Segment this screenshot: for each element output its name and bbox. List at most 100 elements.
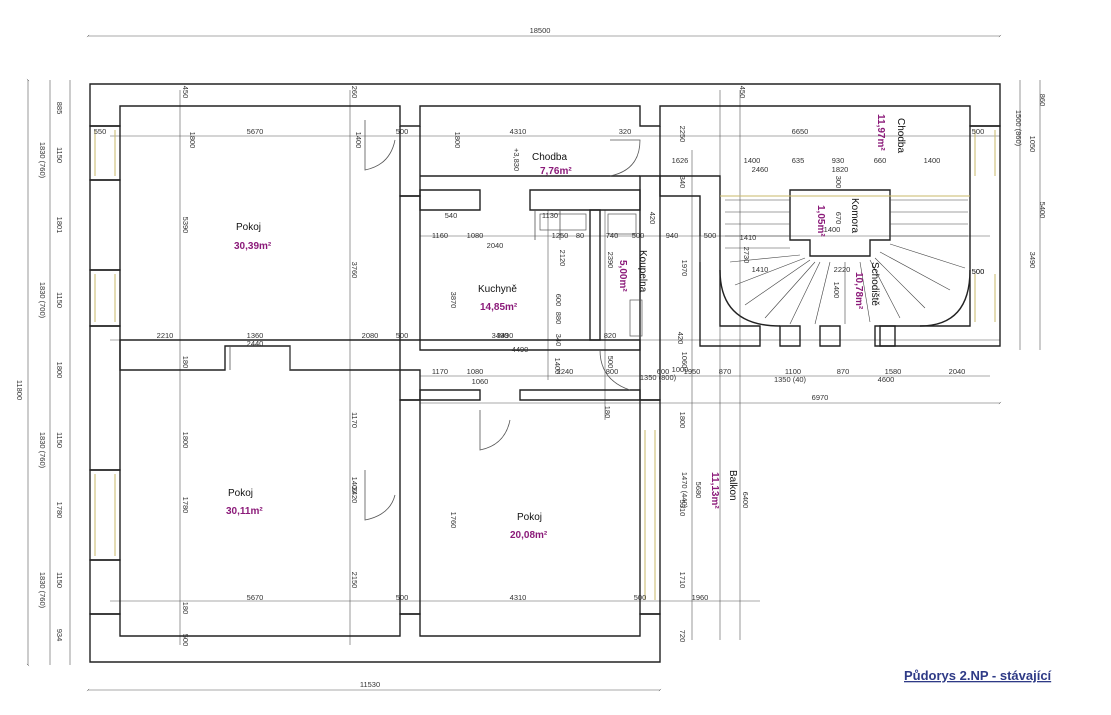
- dimension-label: 2730: [742, 247, 751, 264]
- dimension-label: 880: [554, 312, 563, 325]
- room-area-kuchyne: 14,85m²: [480, 302, 518, 313]
- dimension-label: 1350 (800): [640, 373, 677, 382]
- dimension-label: 2150: [350, 572, 359, 589]
- room-name-balkon: Balkon: [727, 470, 738, 501]
- dimension-label: 1800: [678, 412, 687, 429]
- dimension-label: 860: [1038, 94, 1047, 107]
- walls: [89, 83, 1001, 663]
- dimension-label: 1760: [449, 512, 458, 529]
- dimension-label: 740: [606, 231, 619, 240]
- dimension-label: 340: [554, 334, 563, 347]
- dimension-label: 4490: [512, 345, 529, 354]
- dimension-label: 260: [350, 86, 359, 99]
- dimension-label: 180: [181, 356, 190, 369]
- dimension-label: 4600: [878, 375, 895, 384]
- room-name-pokoj-2: Pokoj: [228, 488, 253, 499]
- dimension-label: 1830 (700): [38, 282, 47, 319]
- dimension-label: 1080: [467, 231, 484, 240]
- dimension-label: 3490: [497, 331, 514, 340]
- dimension-label: 2210: [157, 331, 174, 340]
- doors: [229, 120, 701, 521]
- dimension-label: 1800: [181, 432, 190, 449]
- dimension-label: 2040: [487, 241, 504, 250]
- room-name-koupelna: Koupelna: [637, 250, 648, 293]
- dimension-label: 500: [972, 127, 985, 136]
- dimension-label: 2220: [834, 265, 851, 274]
- dimension-label: 2120: [558, 250, 567, 267]
- dimension-label: 2420: [350, 487, 359, 504]
- dimension-label: 500: [972, 267, 985, 276]
- windows: [94, 130, 996, 600]
- dimension-label: 1170: [350, 412, 359, 428]
- dimension-label: 500: [396, 331, 409, 340]
- room-area-chodba-1: 7,76m²: [540, 166, 572, 177]
- dimension-label: 1080: [467, 367, 484, 376]
- dimension-label: 1100: [785, 367, 801, 376]
- room-area-koupelna: 5,00m²: [617, 260, 628, 292]
- room-name-schodiste: Schodiště: [869, 262, 880, 306]
- dimension-label: 600: [554, 294, 563, 307]
- room-name-pokoj-3: Pokoj: [517, 512, 542, 523]
- dimension-label: 1470 (440): [680, 472, 689, 509]
- dimension-label: 1410: [752, 265, 769, 274]
- dimension-label: 1800: [453, 132, 462, 149]
- dimension-label: 940: [666, 231, 679, 240]
- dimension-label: 2440: [247, 339, 264, 348]
- dimension-label: 1060: [680, 352, 689, 369]
- dimension-label: 500: [634, 593, 647, 602]
- dimension-label: 1400: [354, 132, 363, 149]
- dimension-label: 180: [181, 602, 190, 615]
- dimension-label: 1626: [672, 156, 689, 165]
- dimension-label: 300: [834, 176, 843, 189]
- dimension-label: 1410: [740, 233, 757, 242]
- dimension-label: 3870: [449, 292, 458, 309]
- dimension-label: 340: [678, 176, 687, 189]
- dimension-label: 1350 (40): [774, 375, 807, 384]
- dimension-label: 930: [832, 156, 845, 165]
- dimension-label: 2250: [678, 126, 687, 143]
- room-area-komora: 1,05m²: [815, 205, 826, 237]
- dimension-label: 1820: [832, 165, 849, 174]
- dimension-label: 2390: [606, 252, 615, 269]
- dimension-label: 1150: [55, 572, 64, 588]
- dimension-label: 1710: [678, 572, 687, 589]
- dimension-label: 1400: [824, 225, 841, 234]
- dimension-label: 670: [834, 212, 843, 225]
- dimension-label: 5310: [678, 500, 687, 517]
- dimension-label: 720: [678, 630, 687, 643]
- dimension-label: 1500 (860): [1014, 110, 1023, 147]
- dimension-label: 660: [874, 156, 887, 165]
- dimension-label: 1400: [744, 156, 761, 165]
- room-name-komora: Komora: [849, 198, 860, 233]
- dimension-label: 6400: [741, 492, 750, 509]
- dimension-label: 1130: [542, 211, 558, 220]
- dimension-label: 3490: [1028, 252, 1037, 269]
- dimension-label: 500: [181, 634, 190, 647]
- dimension-label: 1780: [55, 502, 64, 519]
- dimension-label: 180: [603, 406, 612, 419]
- dimension-label: 1801: [55, 217, 64, 234]
- dimension-label: 6650: [792, 127, 809, 136]
- dimension-label: 885: [55, 102, 64, 115]
- dimension-label: 1050: [1028, 136, 1037, 153]
- dimension-label: 11530: [360, 680, 380, 689]
- dimension-label: 3490: [492, 331, 509, 340]
- dimension-label: 1150: [55, 432, 64, 448]
- dimension-label: 1960: [692, 593, 709, 602]
- dimension-label: 1360: [247, 331, 264, 340]
- plan-title: Půdorys 2.NP - stávající: [904, 668, 1052, 683]
- room-area-pokoj-2: 30,11m²: [226, 506, 263, 517]
- dimension-label: 1400: [553, 358, 562, 375]
- dimension-label: 870: [719, 367, 732, 376]
- dimension-label: 5670: [247, 593, 264, 602]
- fixtures: [539, 213, 643, 337]
- dimension-lines: [26, 34, 1041, 692]
- dimension-label: 1400: [832, 282, 841, 299]
- room-name-kuchyne: Kuchyně: [478, 284, 517, 295]
- dimension-label: 420: [676, 332, 685, 345]
- dimension-label: 500: [972, 267, 985, 276]
- room-labels: Pokoj 30,39m² Chodba 7,76m² Chodba 11,97…: [226, 114, 906, 541]
- dimension-label: 3760: [350, 262, 359, 279]
